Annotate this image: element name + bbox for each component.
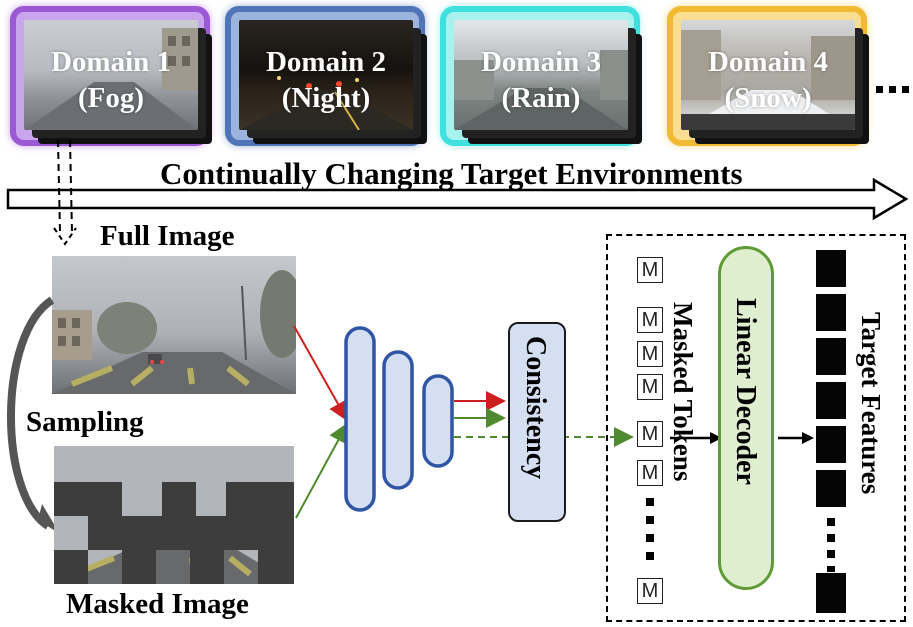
- domain-title: Domain 1: [50, 46, 172, 78]
- token-ellipsis-icon: [646, 498, 654, 560]
- target-feature-map: [816, 382, 846, 419]
- domain-caption: Domain 1 (Fog): [24, 44, 198, 116]
- domain-caption: Domain 2 (Night): [239, 44, 413, 116]
- domain-title: Domain 4: [707, 46, 829, 78]
- target-feature-map: [816, 470, 846, 507]
- domain-card-1: Domain 1 (Fog): [10, 6, 212, 146]
- masked-tokens-label: Masked Tokens: [668, 302, 698, 482]
- target-feature-map: [816, 338, 846, 375]
- domain-card-2: Domain 2 (Night): [225, 6, 427, 146]
- more-domains-dots: [876, 86, 909, 93]
- target-features-label: Target Features: [856, 312, 886, 495]
- target-feature-map: [816, 294, 846, 331]
- rain-photo: [454, 20, 628, 130]
- mask-token: M: [637, 460, 663, 486]
- domain-title: Domain 2: [265, 46, 387, 78]
- sampling-label: Sampling: [26, 406, 144, 438]
- masked-image-label: Masked Image: [66, 588, 249, 620]
- mask-token: M: [637, 341, 663, 367]
- mask-token: M: [637, 307, 663, 333]
- encoder-layer-2: [382, 350, 414, 490]
- mask-token: M: [637, 257, 663, 283]
- arrow-to-decoder-icon: [670, 432, 722, 444]
- domain-title: Domain 3: [480, 46, 602, 78]
- encoder-diagram: [293, 325, 634, 519]
- domain-subtitle: (Night): [281, 82, 371, 114]
- night-photo: [239, 20, 413, 130]
- target-feature-map: [816, 426, 846, 463]
- domain-caption: Domain 4 (Snow): [681, 44, 855, 116]
- domain-subtitle: (Snow): [724, 82, 812, 114]
- mask-token: M: [637, 421, 663, 447]
- domain-card-4: Domain 4 (Snow): [667, 6, 869, 146]
- snow-photo: [681, 20, 855, 130]
- consistency-label: Consistency: [520, 336, 551, 480]
- mask-token: M: [637, 374, 663, 400]
- domain-subtitle: (Rain): [501, 82, 581, 114]
- domain-subtitle: (Fog): [77, 82, 145, 114]
- consistency-block: [508, 322, 566, 522]
- arrow-to-features-icon: [778, 432, 814, 444]
- target-feature-map: [816, 250, 846, 287]
- banner-arrow-icon: [6, 177, 909, 221]
- domain-card-3: Domain 3 (Rain): [440, 6, 642, 146]
- full-image: [52, 256, 296, 394]
- mask-token: M: [637, 578, 663, 604]
- feature-ellipsis-icon: [827, 518, 835, 572]
- encoder-layer-3: [422, 374, 454, 468]
- encoder-layer-1: [344, 326, 376, 512]
- dashed-connector-icon: [53, 140, 77, 246]
- domain-caption: Domain 3 (Rain): [454, 44, 628, 116]
- linear-decoder-label: Linear Decoder: [730, 298, 761, 485]
- linear-decoder-block: [718, 246, 774, 590]
- masked-image: [54, 446, 294, 584]
- target-feature-map: [816, 573, 846, 613]
- banner-title: Continually Changing Target Environments: [160, 156, 743, 191]
- decoder-frame: [606, 234, 906, 622]
- fog-photo: [24, 20, 198, 130]
- full-image-label: Full Image: [100, 220, 235, 252]
